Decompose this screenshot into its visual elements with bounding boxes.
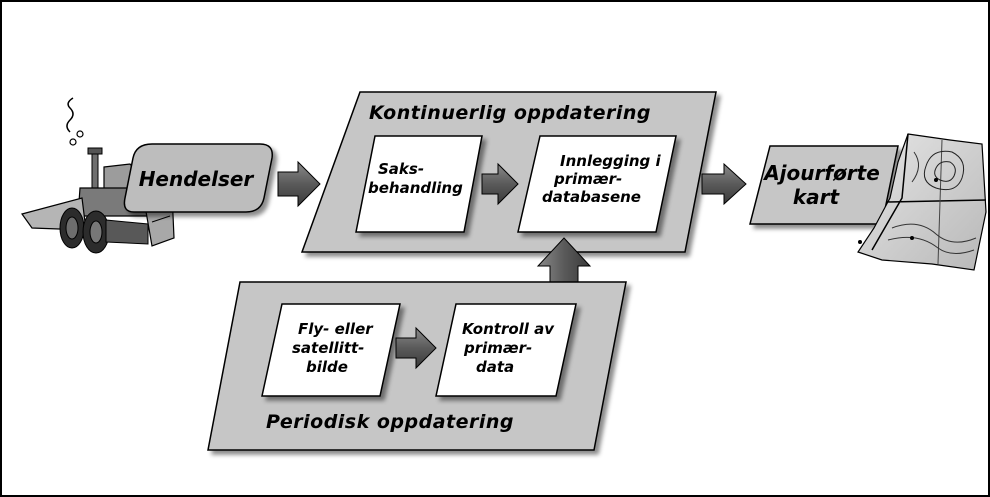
events-label: Hendelser (139, 167, 255, 191)
control-line-2: primær- (463, 339, 532, 357)
control-line-1: Kontroll av (462, 320, 555, 338)
map-icon (857, 133, 987, 271)
updated-maps-line-1: Ajourførte (762, 161, 880, 185)
casework-line-2: behandling (368, 179, 463, 197)
photo-line-1: Fly- eller (298, 320, 374, 338)
arrow-events-to-continuous (277, 160, 321, 208)
arrow-casework-to-entry (481, 162, 519, 206)
casework-box (355, 135, 483, 233)
control-line-3: data (476, 358, 514, 376)
updated-maps-line-2: kart (793, 185, 841, 209)
photo-line-3: bilde (306, 358, 348, 376)
periodic-title: Periodisk oppdatering (266, 411, 514, 433)
casework-line-1: Saks- (378, 160, 424, 178)
photo-line-2: satellitt- (292, 339, 364, 357)
arrow-photo-to-control (395, 326, 437, 370)
entry-line-1: Innlegging i (560, 152, 662, 170)
entry-line-2: primær- (553, 170, 622, 188)
aerial-photo-box (261, 303, 401, 397)
entry-box (517, 135, 677, 233)
entry-line-3: databasene (542, 188, 641, 206)
continuous-title: Kontinuerlig oppdatering (369, 102, 651, 124)
arrow-continuous-to-maps (701, 162, 747, 206)
control-box (435, 303, 577, 397)
